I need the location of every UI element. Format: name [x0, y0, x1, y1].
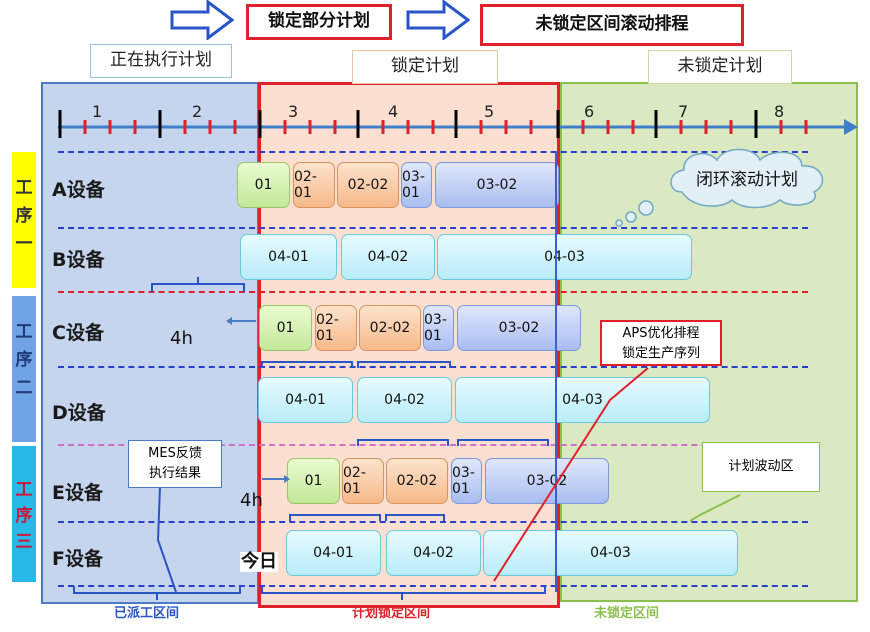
dispatched-zone: [41, 82, 259, 604]
stage-1-char: 一: [15, 234, 33, 254]
aps-note: APS优化排程 锁定生产序列: [600, 320, 722, 366]
aps-note-line2: 锁定生产序列: [621, 346, 700, 361]
unlocked-zone-label: 未锁定区间: [594, 606, 660, 621]
task-block[interactable]: 04-03: [437, 234, 692, 280]
row-divider: [58, 151, 808, 153]
mes-note-line2: 执行结果: [148, 466, 201, 481]
task-block[interactable]: 04-03: [455, 377, 710, 423]
task-block[interactable]: 03-02: [457, 305, 581, 351]
timeline-label: 8: [774, 102, 785, 121]
split-line: [555, 152, 557, 592]
aps-note-line1: APS优化排程: [622, 326, 700, 341]
task-block[interactable]: 04-01: [258, 377, 353, 423]
closed-loop-plan-label: 闭环滚动计划: [696, 170, 798, 190]
task-block[interactable]: 02-02: [386, 458, 448, 504]
timeline-label: 6: [584, 102, 595, 121]
row-divider: [58, 521, 808, 523]
gap-label-c: 4h: [170, 328, 193, 349]
stage-3-char: 序: [15, 506, 33, 526]
timeline-label: 7: [678, 102, 689, 121]
task-block[interactable]: 03-01: [451, 458, 482, 504]
stage-3-bar: [12, 446, 36, 582]
unlocked-plan-title: 未锁定计划: [648, 50, 792, 84]
task-block[interactable]: 04-02: [341, 234, 435, 280]
today-label: 今日: [240, 551, 278, 572]
stage-2-char: 工: [15, 322, 33, 342]
timeline-label: 1: [92, 102, 103, 121]
locked-partial-plan-label: 锁定部分计划: [246, 4, 392, 40]
task-block[interactable]: 04-01: [286, 530, 381, 576]
stage-3-char: 工: [15, 480, 33, 500]
device-label-b: B设备: [52, 249, 105, 271]
right-arrow-icon: [406, 0, 471, 40]
timeline-axis: [58, 110, 858, 138]
cloud-icon: [670, 148, 824, 209]
device-label-c: C设备: [52, 322, 104, 344]
task-block[interactable]: 02-02: [359, 305, 421, 351]
device-label-a: A设备: [52, 179, 105, 201]
stage-2-char: 二: [15, 378, 33, 398]
device-label-e: E设备: [52, 482, 103, 504]
mes-note-line1: MES反馈: [148, 446, 202, 461]
task-block[interactable]: 01: [259, 305, 312, 351]
fluctuation-zone-note: 计划波动区: [702, 442, 820, 492]
device-label-f: F设备: [52, 548, 103, 570]
task-block[interactable]: 03-01: [401, 162, 432, 208]
row-divider: [58, 227, 808, 229]
row-divider: [58, 366, 808, 368]
stage-divider: [58, 291, 808, 293]
task-block[interactable]: 03-01: [423, 305, 454, 351]
timeline-label: 2: [192, 102, 203, 121]
task-block[interactable]: 01: [287, 458, 340, 504]
rolling-schedule-label: 未锁定区间滚动排程: [480, 4, 744, 46]
gap-label-e: 4h: [240, 490, 263, 511]
stage-2-char: 序: [15, 350, 33, 370]
task-block[interactable]: 01: [237, 162, 290, 208]
locked-zone-label: 计划锁定区间: [352, 606, 431, 621]
stage-3-char: 三: [15, 532, 33, 552]
task-block[interactable]: 04-03: [483, 530, 738, 576]
timeline-label: 3: [288, 102, 299, 121]
dispatched-zone-label: 已派工区间: [114, 606, 180, 621]
task-block[interactable]: 02-01: [342, 458, 384, 504]
device-label-d: D设备: [52, 402, 106, 424]
executing-plan-title: 正在执行计划: [90, 44, 232, 78]
task-block[interactable]: 04-02: [386, 530, 481, 576]
task-block[interactable]: 02-01: [293, 162, 335, 208]
task-block[interactable]: 04-02: [357, 377, 452, 423]
row-divider: [58, 585, 808, 587]
right-arrow-icon: [170, 0, 235, 40]
stage-1-char: 序: [15, 206, 33, 226]
stage-2-bar: [12, 296, 36, 442]
locked-plan-title: 锁定计划: [352, 50, 498, 84]
timeline-label: 4: [388, 102, 399, 121]
mes-note: MES反馈 执行结果: [128, 440, 222, 488]
timeline-label: 5: [484, 102, 495, 121]
task-block[interactable]: 03-02: [435, 162, 559, 208]
task-block[interactable]: 04-01: [240, 234, 337, 280]
stage-1-char: 工: [15, 178, 33, 198]
task-block[interactable]: 02-02: [337, 162, 399, 208]
task-block[interactable]: 02-01: [315, 305, 357, 351]
task-block[interactable]: 03-02: [485, 458, 609, 504]
stage-1-bar: [12, 152, 36, 288]
